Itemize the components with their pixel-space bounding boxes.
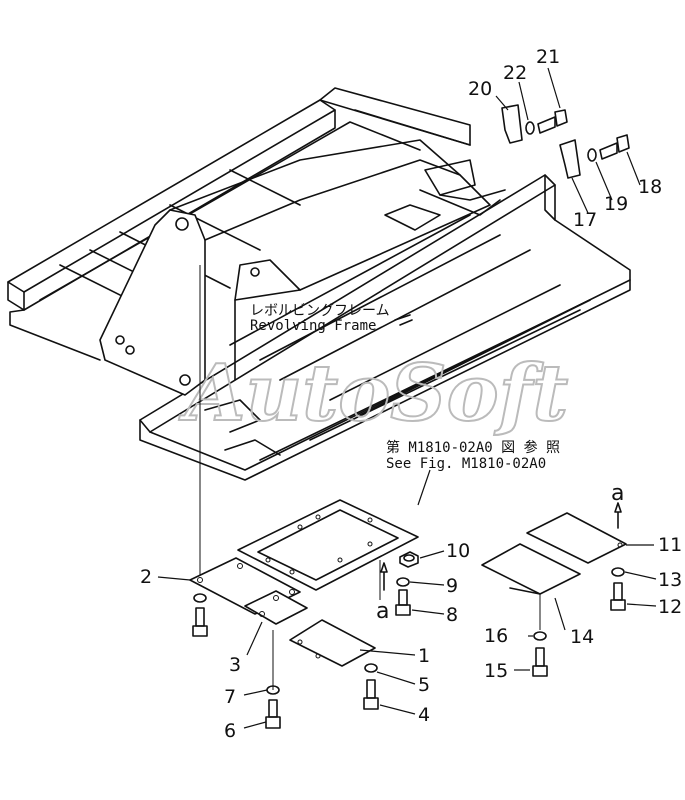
callout-4: 4	[418, 704, 430, 726]
callout-5: 5	[418, 674, 430, 696]
bracket-assembly	[501, 104, 630, 179]
cover-assembly-right	[481, 502, 627, 677]
see-fig-label-en: See Fig. M1810-02A0	[386, 456, 546, 472]
callout-1: 1	[418, 645, 430, 667]
see-fig-leader	[417, 469, 431, 506]
callout-18: 18	[638, 176, 662, 198]
callout-16: 16	[484, 625, 508, 647]
callout-14: 14	[570, 626, 594, 648]
callout-8: 8	[446, 604, 458, 626]
leader-lines	[157, 67, 657, 729]
callout-15: 15	[484, 660, 508, 682]
callout-19: 19	[604, 193, 628, 215]
callout-20: 20	[468, 78, 492, 100]
ref-a-right: a	[611, 481, 624, 506]
callout-3: 3	[229, 654, 241, 676]
callout-9: 9	[446, 575, 458, 597]
callout-numbers: 2 3 1 5 4 7 6 8 9 10 11 13 12 14 16 15 1…	[140, 46, 682, 742]
callout-10: 10	[446, 540, 470, 562]
cover-assembly-left	[189, 265, 419, 729]
callout-21: 21	[536, 46, 560, 68]
see-fig-label-jp: 第 M1810-02A0 図 参 照	[386, 439, 560, 456]
callout-2: 2	[140, 566, 152, 588]
callout-17: 17	[573, 209, 597, 231]
callout-12: 12	[658, 596, 682, 618]
callout-11: 11	[658, 534, 682, 556]
callout-22: 22	[503, 62, 527, 84]
callout-6: 6	[224, 720, 236, 742]
callout-7: 7	[224, 686, 236, 708]
frame-label-en: Revolving Frame	[250, 318, 376, 334]
frame-label-jp: レボルビングフレーム	[250, 303, 390, 319]
ref-a-left: a	[376, 599, 389, 624]
revolving-frame	[7, 87, 631, 481]
watermark: AutoSoft	[178, 348, 568, 439]
callout-13: 13	[658, 569, 682, 591]
